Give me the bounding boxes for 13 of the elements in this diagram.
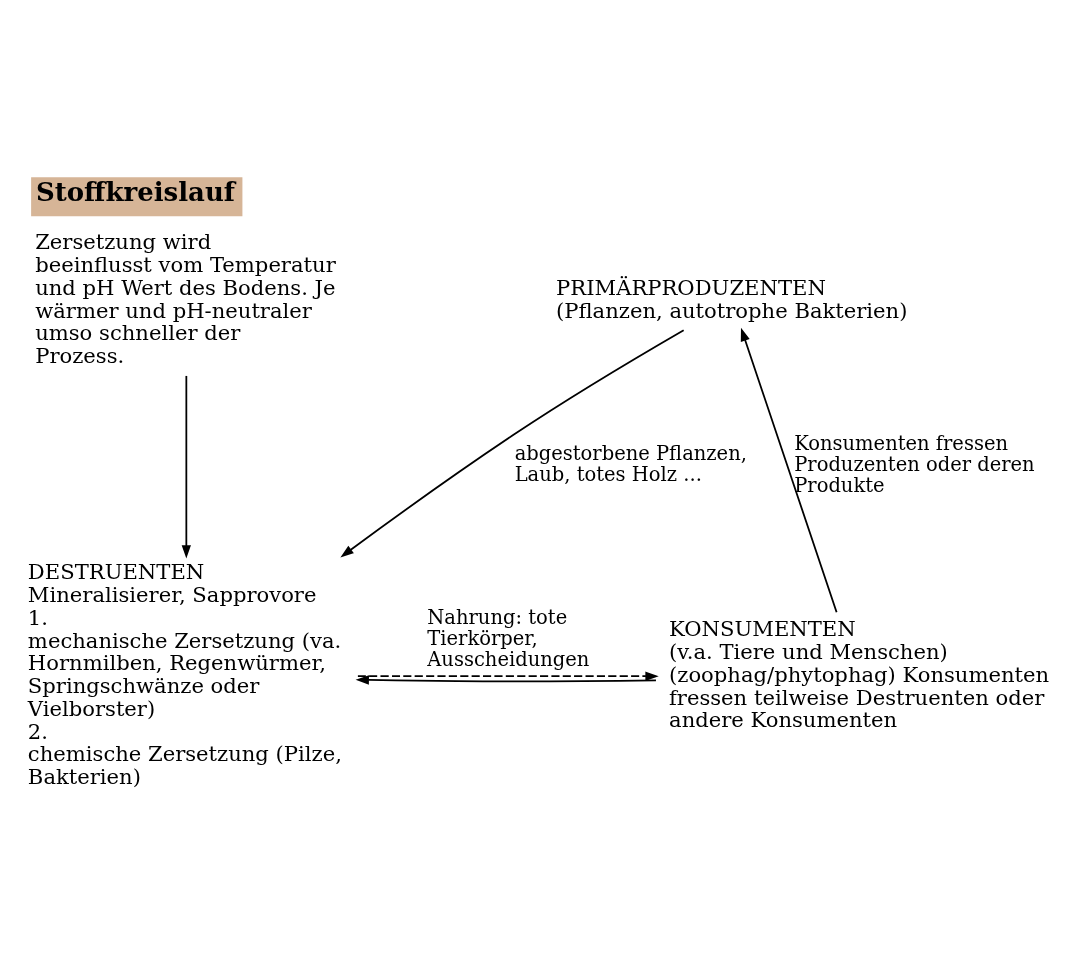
diagram-title: Stoffkreislauf <box>36 177 236 208</box>
arrow <box>355 675 657 685</box>
edge-label: Nahrung: tote Tierkörper, Ausscheidungen <box>427 605 590 671</box>
node-text: DESTRUENTEN Mineralisierer, Sapprovore 1. mechanische Zersetzung (va. Hornmilben, Regenwürmer, Springschwänze oder Vielborster) 2. chemische Zersetzung (Pilze, Bakterien) <box>27 559 342 790</box>
edge-label: abgestorbene Pflanzen, Laub, totes Holz ... <box>514 442 747 487</box>
arrow <box>340 329 685 558</box>
node-text: PRIMÄRPRODUZENTEN (Pflanzen, autotrophe Bakterien) <box>556 274 908 323</box>
node-text: Zersetzung wird beeinflusst vom Temperatur und pH Wert des Bodens. Je wärmer und pH-neutraler umso schneller der Prozess. <box>35 229 336 369</box>
arrow <box>181 375 191 559</box>
arrow <box>740 327 838 614</box>
node-text: KONSUMENTEN (v.a. Tiere und Menschen) (zoophag/phytophag) Konsumenten fressen teilweise Destruenten oder andere Konsumenten <box>669 616 1050 733</box>
arrow <box>357 671 659 681</box>
edge-label: Konsumenten fressen Produzenten oder deren Produkte <box>794 431 1035 497</box>
